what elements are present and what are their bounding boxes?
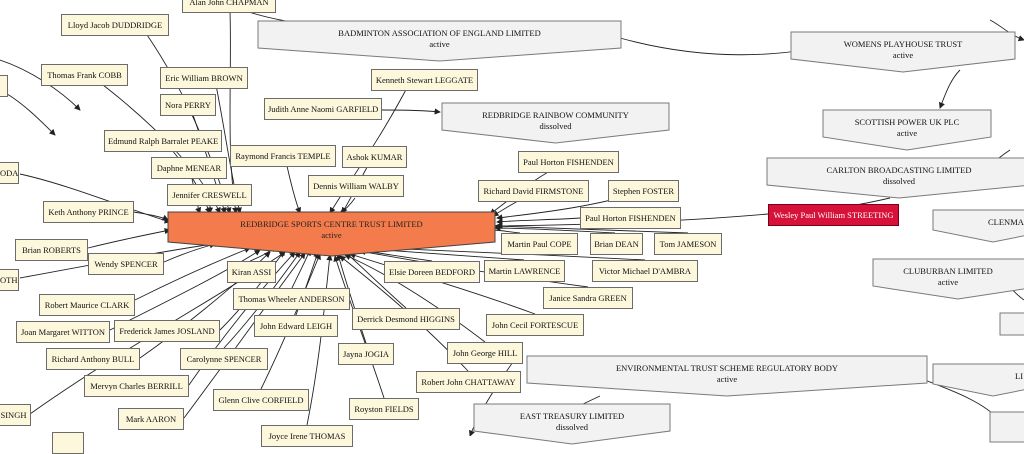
person-node-carolynne-spencer[interactable]: Carolynne SPENCER [180, 348, 268, 370]
edge-11 [19, 173, 171, 224]
person-node-keth-anthony-prince[interactable]: Keth Anthony PRINCE [43, 201, 134, 223]
person-node-wendy-spencer[interactable]: Wendy SPENCER [88, 253, 164, 275]
edge-18 [496, 217, 581, 225]
person-node-joyce-irene-thomas[interactable]: Joyce Irene THOMAS [261, 425, 353, 447]
person-node-paul-horton-fishenden-1[interactable]: Paul Horton FISHENDEN [518, 151, 619, 173]
org-node-partial-right-2 [989, 411, 1024, 443]
person-node-robert-maurice-clark[interactable]: Robert Maurice CLARK [39, 294, 135, 316]
org-node-clenma[interactable]: CLENMA [932, 209, 1024, 243]
person-node-elsie-doreen-bedford[interactable]: Elsie Doreen BEDFORD [384, 261, 480, 283]
person-node-partial-left [0, 75, 8, 97]
person-node-nora-perry[interactable]: Nora PERRY [160, 94, 216, 116]
person-node-eric-william-brown[interactable]: Eric William BROWN [160, 67, 248, 89]
person-node-paul-horton-fishenden-2[interactable]: Paul Horton FISHENDEN [580, 207, 681, 229]
person-node-ashok-kumar[interactable]: Ashok KUMAR [342, 146, 407, 168]
person-node-brian-dean[interactable]: Brian DEAN [590, 233, 643, 255]
person-node-thomas-wheeler-anderson[interactable]: Thomas Wheeler ANDERSON [233, 288, 350, 310]
person-node-wesley-paul-william-streeting[interactable]: Wesley Paul William STREETING [768, 204, 899, 226]
person-node-robert-john-chattaway[interactable]: Robert John CHATTAWAY [416, 371, 521, 393]
person-node-jayna-jogia[interactable]: Jayna JOGIA [338, 343, 394, 365]
person-node-daphne-menear[interactable]: Daphne MENEAR [151, 157, 227, 179]
person-node-stephen-foster[interactable]: Stephen FOSTER [608, 180, 679, 202]
edge-51 [938, 69, 961, 109]
org-node-scottish-power-uk[interactable]: SCOTTISH POWER UK PLC active [822, 109, 992, 151]
edge-30 [134, 247, 251, 301]
edge-20 [87, 227, 171, 249]
person-node-derrick-desmond-higgins[interactable]: Derrick Desmond HIGGINS [352, 308, 460, 330]
org-node-carlton-broadcasting[interactable]: CARLTON BROADCASTING LIMITED dissolved [766, 157, 1024, 199]
person-node-richard-anthony-bull[interactable]: Richard Anthony BULL [46, 348, 140, 370]
person-node-lloyd-jacob-duddridge[interactable]: Lloyd Jacob DUDDRIDGE [61, 14, 169, 36]
person-node-victor-michael-dambra[interactable]: Victor Michael D'AMBRA [592, 260, 698, 282]
person-node-alan-john-chapman[interactable]: Alan John CHAPMAN [182, 0, 276, 13]
person-node-kenneth-stewart-leggate[interactable]: Kenneth Stewart LEGGATE [371, 69, 478, 91]
person-node-john-edward-leigh[interactable]: John Edward LEIGH [254, 315, 338, 337]
person-node-oda[interactable]: ODA [0, 162, 19, 184]
person-node-glenn-clive-corfield[interactable]: Glenn Clive CORFIELD [213, 389, 309, 411]
center-company-name: REDBRIDGE SPORTS CENTRE TRUST LIMITED [240, 219, 423, 229]
edge-6 [381, 108, 441, 115]
person-node-dennis-william-walby[interactable]: Dennis William WALBY [308, 175, 404, 197]
person-node-brian-roberts[interactable]: Brian ROBERTS [15, 239, 88, 261]
edge-41 [344, 254, 486, 343]
person-node-singh[interactable]: SINGH [0, 404, 31, 426]
edge-14 [339, 197, 356, 214]
edge-17 [133, 211, 169, 221]
person-node-frederick-james-josland[interactable]: Frederick James JOSLAND [114, 320, 220, 342]
org-node-environmental-trust-scheme[interactable]: ENVIRONMENTAL TRUST SCHEME REGULATORY BO… [526, 355, 928, 397]
person-node-mervyn-charles-berrill[interactable]: Mervyn Charles BERRILL [84, 375, 189, 397]
person-node-martin-lawrence[interactable]: Martin LAWRENCE [484, 260, 565, 282]
person-node-tom-jameson[interactable]: Tom JAMESON [654, 233, 722, 255]
edge-33 [109, 249, 261, 331]
edge-22 [494, 224, 616, 234]
person-node-judith-anne-naomi-garfield[interactable]: Judith Anne Naomi GARFIELD [264, 98, 382, 120]
org-node-cluburban[interactable]: CLUBURBAN LIMITED active [872, 258, 1024, 300]
edge-47 [183, 252, 306, 419]
person-node-thomas-frank-cobb[interactable]: Thomas Frank COBB [41, 64, 128, 86]
person-node-royston-fields[interactable]: Royston FIELDS [349, 398, 419, 420]
org-node-east-treasury[interactable]: EAST TREASURY LIMITED dissolved [473, 403, 671, 445]
person-node-john-cecil-fortescue[interactable]: John Cecil FORTESCUE [486, 314, 584, 336]
edge-48 [306, 254, 333, 426]
org-node-redbridge-rainbow-community[interactable]: REDBRIDGE RAINBOW COMMUNITY dissolved [441, 102, 670, 144]
center-company-node[interactable]: REDBRIDGE SPORTS CENTRE TRUST LIMITED ac… [167, 211, 496, 257]
person-node-janice-sandra-green[interactable]: Janice Sandra GREEN [543, 287, 633, 309]
edge-23 [494, 223, 689, 234]
person-node-mark-aaron[interactable]: Mark AARON [118, 408, 184, 430]
person-node-joan-margaret-witton[interactable]: Joan Margaret WITTON [16, 321, 110, 343]
person-node-partial-bottom-left [52, 432, 84, 454]
person-node-martin-paul-cope[interactable]: Martin Paul COPE [501, 233, 578, 255]
org-node-badminton-association[interactable]: BADMINTON ASSOCIATION OF ENGLAND LIMITED… [257, 20, 622, 62]
edge-0 [229, 10, 239, 214]
person-node-kiran-assi[interactable]: Kiran ASSI [227, 261, 276, 283]
edge-54 [989, 19, 1024, 42]
person-node-raymond-francis-temple[interactable]: Raymond Francis TEMPLE [230, 145, 336, 167]
person-node-richard-david-firmstone[interactable]: Richard David FIRMSTONE [478, 180, 589, 202]
center-company-status: active [321, 230, 342, 240]
edge-40 [336, 253, 367, 344]
person-node-john-george-hill[interactable]: John George HILL [447, 342, 523, 364]
person-node-oth[interactable]: OTH [0, 269, 19, 291]
edge-60 [0, 89, 56, 136]
org-node-partial-right-1 [999, 312, 1024, 339]
org-node-li[interactable]: LI [932, 363, 1024, 397]
center-company-shape [167, 211, 496, 257]
org-node-womens-playhouse-trust[interactable]: WOMENS PLAYHOUSE TRUST active [790, 31, 1016, 73]
person-node-jennifer-creswell[interactable]: Jennifer CRESWELL [167, 184, 252, 206]
person-node-edmund-ralph-barralet-peake[interactable]: Edmund Ralph Barralet PEAKE [104, 130, 222, 152]
